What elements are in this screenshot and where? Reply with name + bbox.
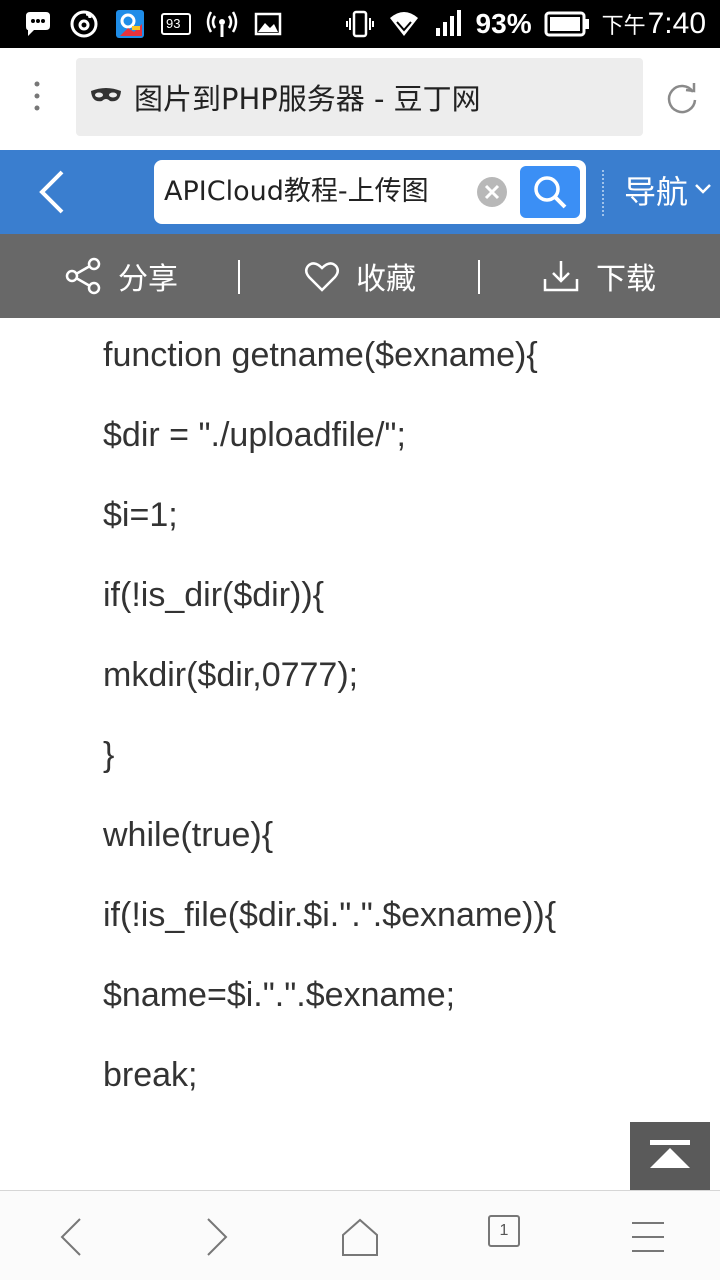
code-line: if(!is_dir($dir)){: [103, 576, 325, 614]
header-divider: [602, 170, 604, 216]
code-line: if(!is_file($dir.$i.".".$exname)){: [103, 896, 557, 934]
download-button[interactable]: 下载: [542, 234, 656, 318]
back-to-top-button[interactable]: [630, 1122, 710, 1190]
system-status: 93% 下午7:40: [344, 0, 706, 48]
badge-93-icon: 93: [160, 8, 192, 40]
search-box: APICloud教程-上传图: [154, 160, 586, 224]
action-bar: 分享 收藏 下载: [0, 234, 720, 318]
bottom-navigation: 1: [0, 1190, 720, 1280]
code-line: $name=$i.".".$exname;: [103, 976, 456, 1014]
photo-app-icon: [116, 10, 144, 38]
chat-bubble-icon: [26, 12, 50, 36]
code-line: function getname($exname){: [103, 336, 538, 374]
site-header: APICloud教程-上传图 导航: [0, 150, 720, 234]
heart-icon: [305, 262, 339, 292]
clock: 下午7:40: [602, 7, 706, 41]
chevron-down-icon: [695, 184, 711, 194]
notification-icons: 93: [22, 8, 284, 40]
netease-music-icon: [70, 10, 98, 38]
forward-nav-icon[interactable]: [194, 1215, 238, 1259]
image-icon: [254, 12, 282, 36]
share-icon: [65, 257, 101, 295]
download-icon: [543, 261, 579, 292]
arrow-up-to-top-icon: [650, 1140, 690, 1168]
tabs-count: 1: [488, 1215, 520, 1247]
browser-address-bar: 图片到PHP服务器 - 豆丁网: [0, 48, 720, 150]
back-nav-icon[interactable]: [50, 1215, 94, 1259]
share-button[interactable]: 分享: [64, 234, 178, 318]
clock-time: 7:40: [647, 7, 706, 40]
vibrate-icon: [345, 10, 374, 38]
back-arrow-icon[interactable]: [34, 168, 70, 216]
more-menu-icon[interactable]: [26, 76, 48, 116]
document-content: function getname($exname){ $dir = "./upl…: [0, 318, 720, 1190]
code-line: }: [103, 736, 115, 774]
wifi-icon: [389, 12, 418, 36]
home-icon[interactable]: [338, 1215, 382, 1259]
clear-icon[interactable]: [476, 176, 508, 208]
code-line: while(true){: [103, 816, 274, 854]
menu-icon[interactable]: [626, 1215, 670, 1259]
favorite-label: 收藏: [356, 262, 416, 297]
share-label: 分享: [118, 262, 178, 297]
action-divider: [238, 260, 240, 294]
code-line: mkdir($dir,0777);: [103, 656, 359, 694]
url-field[interactable]: 图片到PHP服务器 - 豆丁网: [76, 58, 643, 136]
signal-icon: [435, 10, 461, 36]
search-button[interactable]: [520, 166, 580, 218]
clock-period: 下午: [601, 13, 646, 38]
nav-menu-button[interactable]: 导航: [624, 173, 689, 211]
download-label: 下载: [596, 262, 656, 297]
search-icon: [534, 176, 567, 209]
hotspot-icon: [206, 11, 238, 37]
code-line: $dir = "./uploadfile/";: [103, 416, 406, 454]
action-divider: [478, 260, 480, 294]
favorite-button[interactable]: 收藏: [304, 234, 416, 318]
code-line: $i=1;: [103, 496, 178, 534]
incognito-mask-icon: [91, 88, 121, 102]
code-line: break;: [103, 1056, 198, 1094]
tabs-button[interactable]: 1: [488, 1215, 532, 1259]
page-title: 图片到PHP服务器 - 豆丁网: [134, 82, 481, 116]
battery-icon: [544, 11, 589, 37]
reload-icon[interactable]: [664, 80, 700, 116]
battery-percent: 93%: [475, 8, 532, 39]
search-input[interactable]: APICloud教程-上传图: [164, 176, 429, 207]
status-bar: 93 93% 下午7:40: [0, 0, 720, 48]
badge-count: 93: [166, 16, 181, 31]
